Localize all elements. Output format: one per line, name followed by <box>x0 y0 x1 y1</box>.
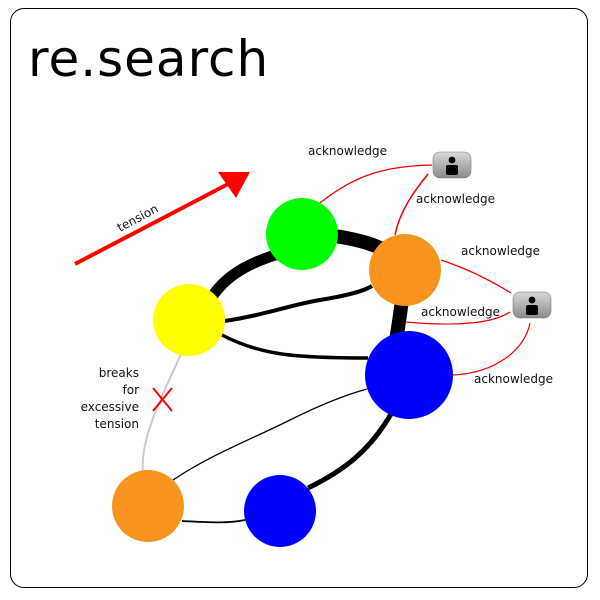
page-title: re.search <box>28 30 270 88</box>
edge-orange-bottom-blue-large <box>172 388 368 481</box>
node-orange-top[interactable] <box>369 234 441 306</box>
edge-yellow-orange-top <box>224 284 374 323</box>
person-icon[interactable] <box>432 151 472 179</box>
tension-arrow-head <box>218 172 250 198</box>
ack-link-person1-orange-top <box>394 173 429 236</box>
node-yellow[interactable] <box>153 284 225 356</box>
break-annotation: breaks for excessive tension <box>81 366 173 431</box>
edge-yellow-orange-bottom-broken <box>141 351 183 473</box>
edge-orange-bottom-blue-small <box>181 519 246 524</box>
ack-label: acknowledge <box>461 244 540 258</box>
person-icon[interactable] <box>512 291 552 319</box>
break-label-line: excessive <box>81 400 139 414</box>
edge-yellow-green <box>205 246 287 303</box>
ack-label: acknowledge <box>416 192 495 206</box>
ack-link-person2-blue-large-a <box>404 311 511 325</box>
ack-link-person2-blue-large-b <box>452 322 531 376</box>
break-label-line: tension <box>95 417 139 431</box>
break-label-line: for <box>123 383 140 397</box>
ack-label: acknowledge <box>474 372 553 386</box>
break-label-line: breaks <box>99 366 139 380</box>
ack-link-person1-green <box>319 164 433 204</box>
node-green[interactable] <box>266 198 338 270</box>
ack-label: acknowledge <box>421 305 500 319</box>
edge-yellow-blue-large <box>221 333 369 360</box>
ack-label: acknowledge <box>308 144 387 158</box>
tension-legend: tension <box>74 172 250 266</box>
node-blue-small[interactable] <box>244 475 316 547</box>
edge-blue-large-blue-small <box>306 412 394 491</box>
break-x-icon <box>152 387 173 412</box>
card-frame <box>10 8 588 588</box>
node-orange-bottom[interactable] <box>112 470 184 542</box>
tension-arrow-shaft <box>74 181 231 266</box>
ack-link-person2-orange-top <box>440 259 512 294</box>
node-blue-large[interactable] <box>365 331 453 419</box>
